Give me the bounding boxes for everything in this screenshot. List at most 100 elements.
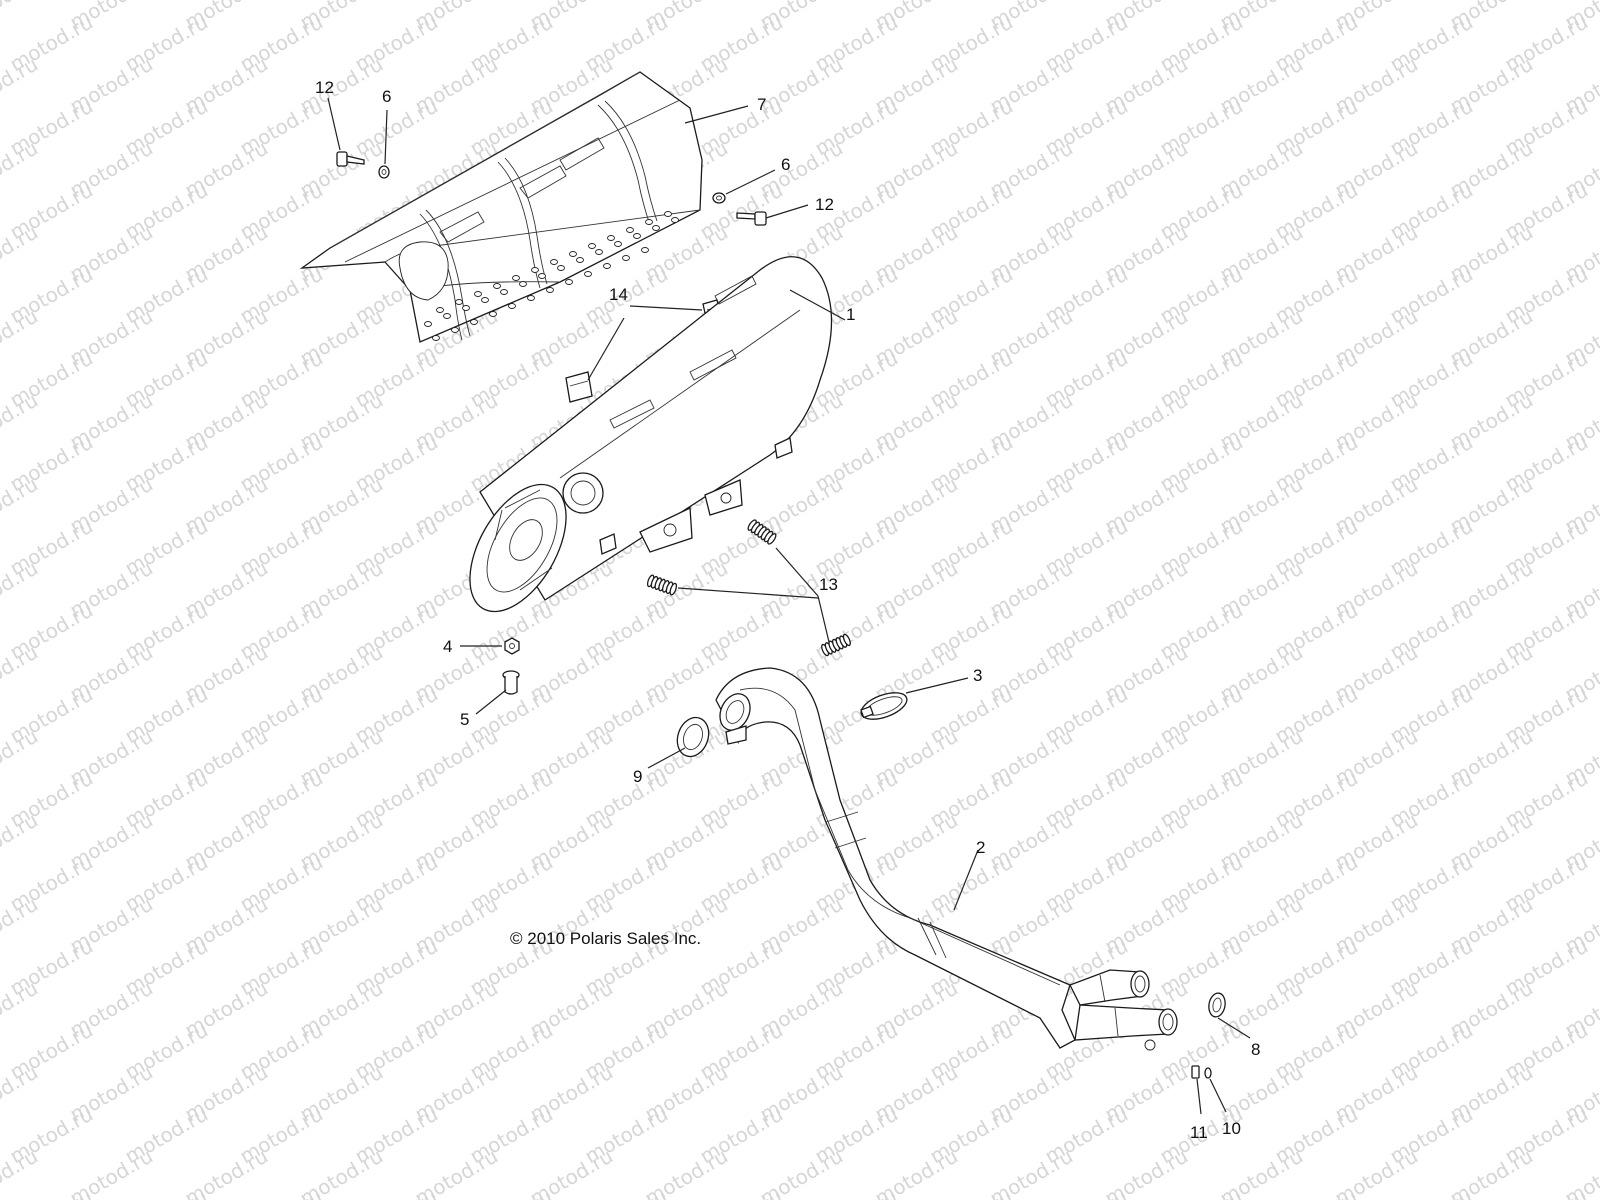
shield-hole — [462, 305, 470, 311]
watermark-text: motod.ru — [1501, 1186, 1592, 1200]
spring-13-b — [747, 519, 777, 545]
leader-14-a — [629, 305, 703, 311]
shield-hole — [500, 289, 508, 295]
shield-hole — [493, 283, 501, 289]
watermark-text: motod.ru — [0, 52, 42, 119]
shield-hole — [508, 303, 516, 309]
leader-1 — [789, 289, 846, 321]
shield-hole — [489, 311, 497, 317]
shield-hole — [652, 225, 660, 231]
shield-hole — [455, 299, 463, 305]
shield-hole — [470, 319, 478, 325]
shield-hole — [614, 241, 622, 247]
watermark-text: motod.ru — [811, 1186, 902, 1200]
leader-2 — [953, 849, 979, 911]
watermark-text: motod.ru — [0, 892, 42, 959]
watermark-text: motod.ru — [351, 1186, 442, 1200]
washer-10 — [1204, 1067, 1212, 1079]
shield-hole — [474, 291, 482, 297]
shield-hole — [443, 313, 451, 319]
shield-hole — [481, 297, 489, 303]
leader-3 — [905, 677, 969, 694]
watermark-text: motod.ru — [6, 1186, 97, 1200]
leader-8 — [1217, 1017, 1251, 1039]
clamp-3 — [860, 692, 908, 720]
shield-hole — [584, 271, 592, 277]
callout-7: 7 — [757, 95, 766, 114]
copyright-text: © 2010 Polaris Sales Inc. — [510, 929, 701, 948]
heat-shield — [299, 71, 703, 343]
shield-hole — [550, 259, 558, 265]
leader-14-b — [587, 317, 625, 381]
leader-11 — [1196, 1078, 1202, 1115]
watermark-text: motod.ru — [0, 472, 42, 539]
leader-10 — [1209, 1078, 1227, 1113]
gasket-8 — [1208, 992, 1226, 1018]
leader-13-b — [775, 547, 819, 597]
shield-hole — [424, 321, 432, 327]
callout-10: 10 — [1222, 1119, 1241, 1138]
bolt-12-right — [736, 211, 767, 226]
leader-13-c — [817, 595, 830, 643]
watermark-text: motod.ru — [236, 1186, 327, 1200]
callout-9: 9 — [633, 767, 642, 786]
gasket-9 — [676, 716, 710, 758]
washer-6-top — [378, 165, 390, 179]
watermark-text: motod.ru — [0, 976, 42, 1043]
nut-4 — [504, 637, 520, 655]
shield-hole — [633, 233, 641, 239]
shield-hole — [641, 247, 649, 253]
callout-2: 2 — [976, 838, 985, 857]
watermark-text: motod.ru — [696, 1186, 787, 1200]
bolt-12-top — [336, 151, 365, 167]
shield-hole — [569, 251, 577, 257]
head-pipe — [715, 667, 1178, 1051]
spring-coil — [669, 582, 678, 596]
watermark-text: motod.ru — [0, 640, 42, 707]
leader-6-right — [725, 169, 776, 195]
callout-6-right: 6 — [781, 155, 790, 174]
shield-hole — [622, 255, 630, 261]
callout-8: 8 — [1251, 1040, 1260, 1059]
spring-13-c — [821, 633, 851, 657]
watermark-text: motod.ru — [581, 1186, 672, 1200]
callout-14: 14 — [609, 285, 628, 304]
shield-hole — [519, 281, 527, 287]
watermark-text: motod.ru — [0, 808, 42, 875]
callout-1: 1 — [846, 305, 855, 324]
leader-6-top — [384, 109, 388, 165]
shield-hole — [576, 257, 584, 263]
washer-6-right — [712, 192, 726, 204]
shield-hole — [671, 217, 679, 223]
leader-12-top — [327, 97, 341, 151]
shield-hole — [531, 267, 539, 273]
watermark-text: motod.ru — [0, 0, 42, 34]
leader-9 — [647, 747, 686, 769]
shield-hole — [451, 327, 459, 333]
callout-12-top: 12 — [315, 78, 334, 97]
grommet-14-b — [565, 371, 593, 403]
spring-13-a — [646, 574, 678, 596]
shield-hole — [557, 265, 565, 271]
callout-12-right: 12 — [815, 195, 834, 214]
leader-13-a — [677, 587, 819, 599]
leader-12-right — [765, 204, 809, 219]
muffler — [469, 256, 833, 613]
leader-5 — [475, 689, 507, 715]
shield-hole — [512, 275, 520, 281]
leader-7 — [684, 105, 749, 124]
watermark-text: motod.ru — [1041, 1186, 1132, 1200]
watermark-text: motod.ru — [0, 556, 42, 623]
callout-6-top: 6 — [382, 87, 391, 106]
shield-hole — [607, 235, 615, 241]
shield-hole — [626, 227, 634, 233]
spring-coil — [767, 533, 777, 545]
shield-hole — [546, 287, 554, 293]
callout-5: 5 — [460, 710, 469, 729]
watermark-text: motod.ru — [926, 1186, 1017, 1200]
watermark-text: motod.ru — [0, 388, 42, 455]
shield-hole — [603, 263, 611, 269]
callout-3: 3 — [973, 666, 982, 685]
